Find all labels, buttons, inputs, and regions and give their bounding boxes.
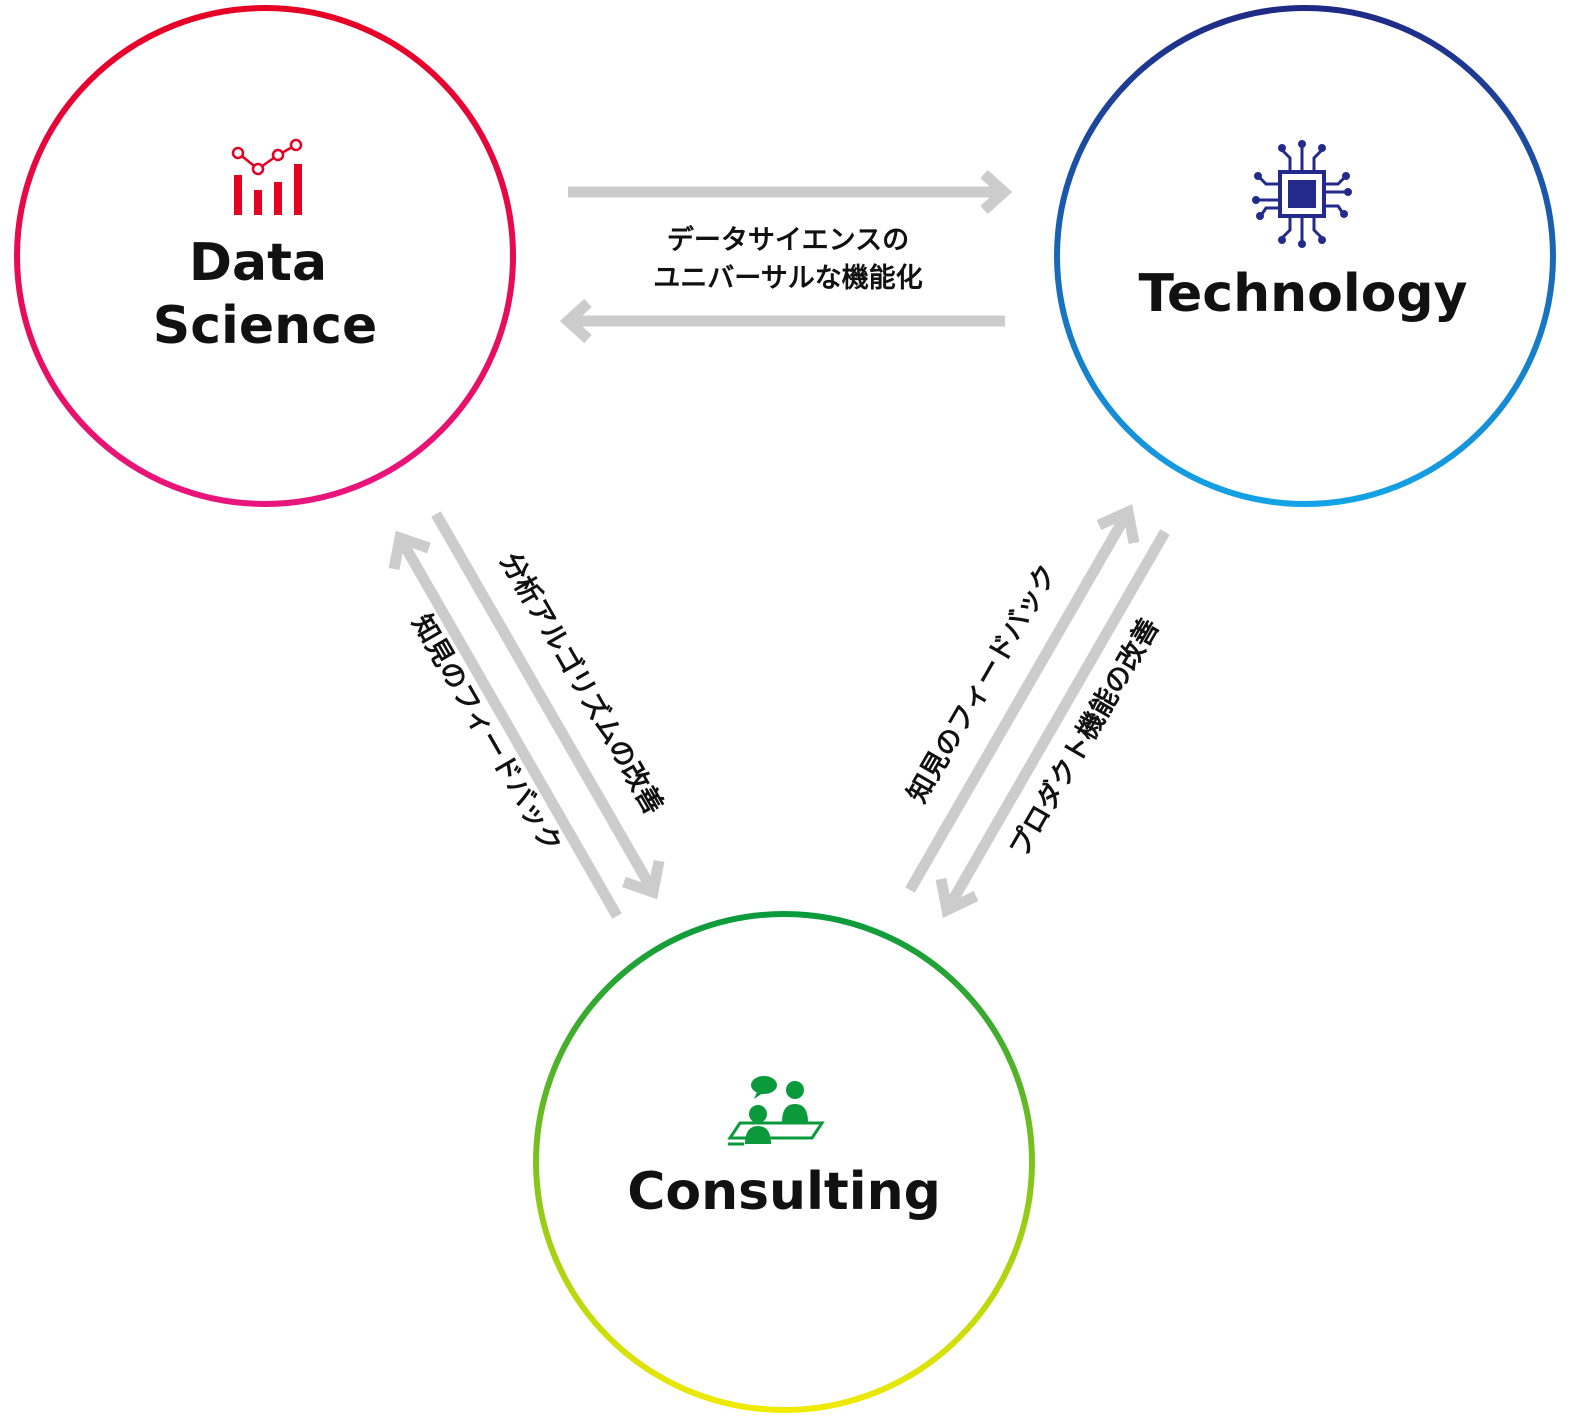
top-edge-label-line1: データサイエンスの <box>667 224 909 256</box>
arrow-cons-to-ds <box>388 530 622 919</box>
arrow-tech-to-ds <box>559 298 1005 344</box>
microchip-icon <box>1252 140 1352 248</box>
arrow-ds-to-cons <box>431 511 665 900</box>
right-outer-edge-label: プロダクト機能の改善 <box>1003 613 1166 863</box>
arrow-ds-to-tech <box>568 169 1013 215</box>
technology-circle <box>1054 5 1556 507</box>
arrow-cons-to-tech <box>905 504 1140 893</box>
technology-title: Technology <box>1138 264 1467 324</box>
data-science-circle <box>14 5 516 507</box>
data-science-title-line1: Data <box>189 233 327 293</box>
top-edge-label-line2: ユニバーサルな機能化 <box>653 262 922 294</box>
consulting-circle <box>533 911 1035 1413</box>
arrow-tech-to-cons <box>935 529 1170 919</box>
bar-line-chart-icon <box>231 138 303 215</box>
consulting-title: Consulting <box>627 1162 941 1222</box>
data-science-title-line2: Science <box>153 296 377 356</box>
people-meeting-icon <box>727 1076 825 1146</box>
